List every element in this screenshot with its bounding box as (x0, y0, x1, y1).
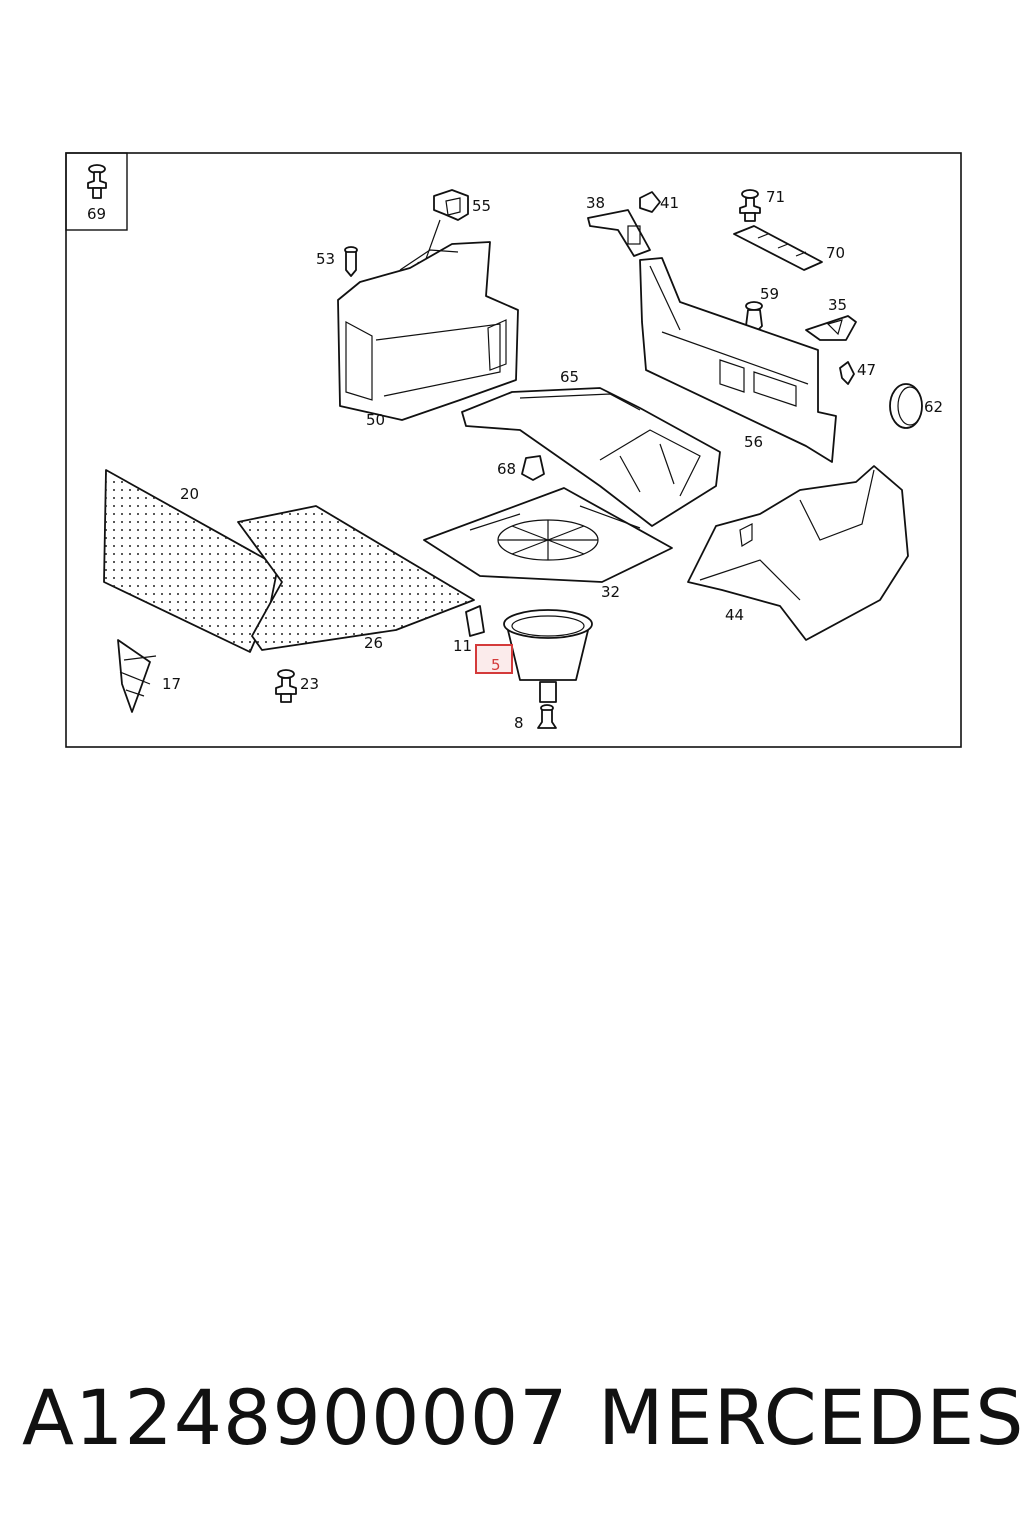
pin-53-icon (344, 246, 358, 277)
callout-41: 41 (660, 194, 679, 212)
clip-23-icon (275, 669, 297, 703)
callout-20: 20 (180, 485, 199, 503)
callout-56: 56 (744, 433, 763, 451)
callout-32: 32 (601, 583, 620, 601)
callout-35: 35 (828, 296, 847, 314)
caption-bar: A1248900007 MERCEDES (0, 1368, 1024, 1478)
diagram-border (65, 152, 962, 748)
parts-diagram: 69 55 53 50 38 41 71 70 59 35 47 62 65 5… (0, 0, 1024, 760)
clip-69-box (65, 152, 128, 231)
callout-68: 68 (497, 460, 516, 478)
cap-62-icon (889, 383, 923, 429)
callout-50: 50 (366, 411, 385, 429)
clip-47-icon (839, 361, 855, 385)
strip-70-icon (733, 225, 823, 271)
nut-8-icon (537, 704, 557, 729)
callout-38: 38 (586, 194, 605, 212)
callout-26: 26 (364, 634, 383, 652)
callout-71: 71 (766, 188, 785, 206)
floor-cover-65-icon (461, 387, 721, 527)
callout-5: 5 (491, 656, 501, 674)
pad-11-icon (465, 605, 485, 637)
clip-71-icon (739, 189, 761, 222)
mat-32-icon (423, 487, 673, 583)
callout-8: 8 (514, 714, 524, 732)
callout-65: 65 (560, 368, 579, 386)
callout-44: 44 (725, 606, 744, 624)
callout-23: 23 (300, 675, 319, 693)
callout-17: 17 (162, 675, 181, 693)
callout-70: 70 (826, 244, 845, 262)
brand-name: MERCEDES (598, 1373, 1024, 1462)
mat-26-icon (237, 505, 475, 651)
trim-38-icon (587, 209, 651, 257)
callout-11: 11 (453, 637, 472, 655)
highlight-box (475, 644, 513, 674)
callout-53: 53 (316, 250, 335, 268)
callout-55: 55 (472, 197, 491, 215)
side-trim-50-icon (337, 241, 519, 421)
part-number: A1248900007 (22, 1373, 569, 1462)
tray-5-icon (503, 609, 593, 703)
callout-62: 62 (924, 398, 943, 416)
clip-41-icon (639, 191, 661, 213)
liner-44-icon (687, 465, 909, 641)
clip-69-icon (87, 164, 107, 199)
clip-68-icon (521, 455, 545, 481)
clip-17-icon (117, 639, 157, 713)
bracket-35-icon (805, 315, 857, 341)
callout-47: 47 (857, 361, 876, 379)
callout-69: 69 (87, 205, 106, 223)
callout-59: 59 (760, 285, 779, 303)
rear-panel-56-icon (639, 257, 837, 463)
